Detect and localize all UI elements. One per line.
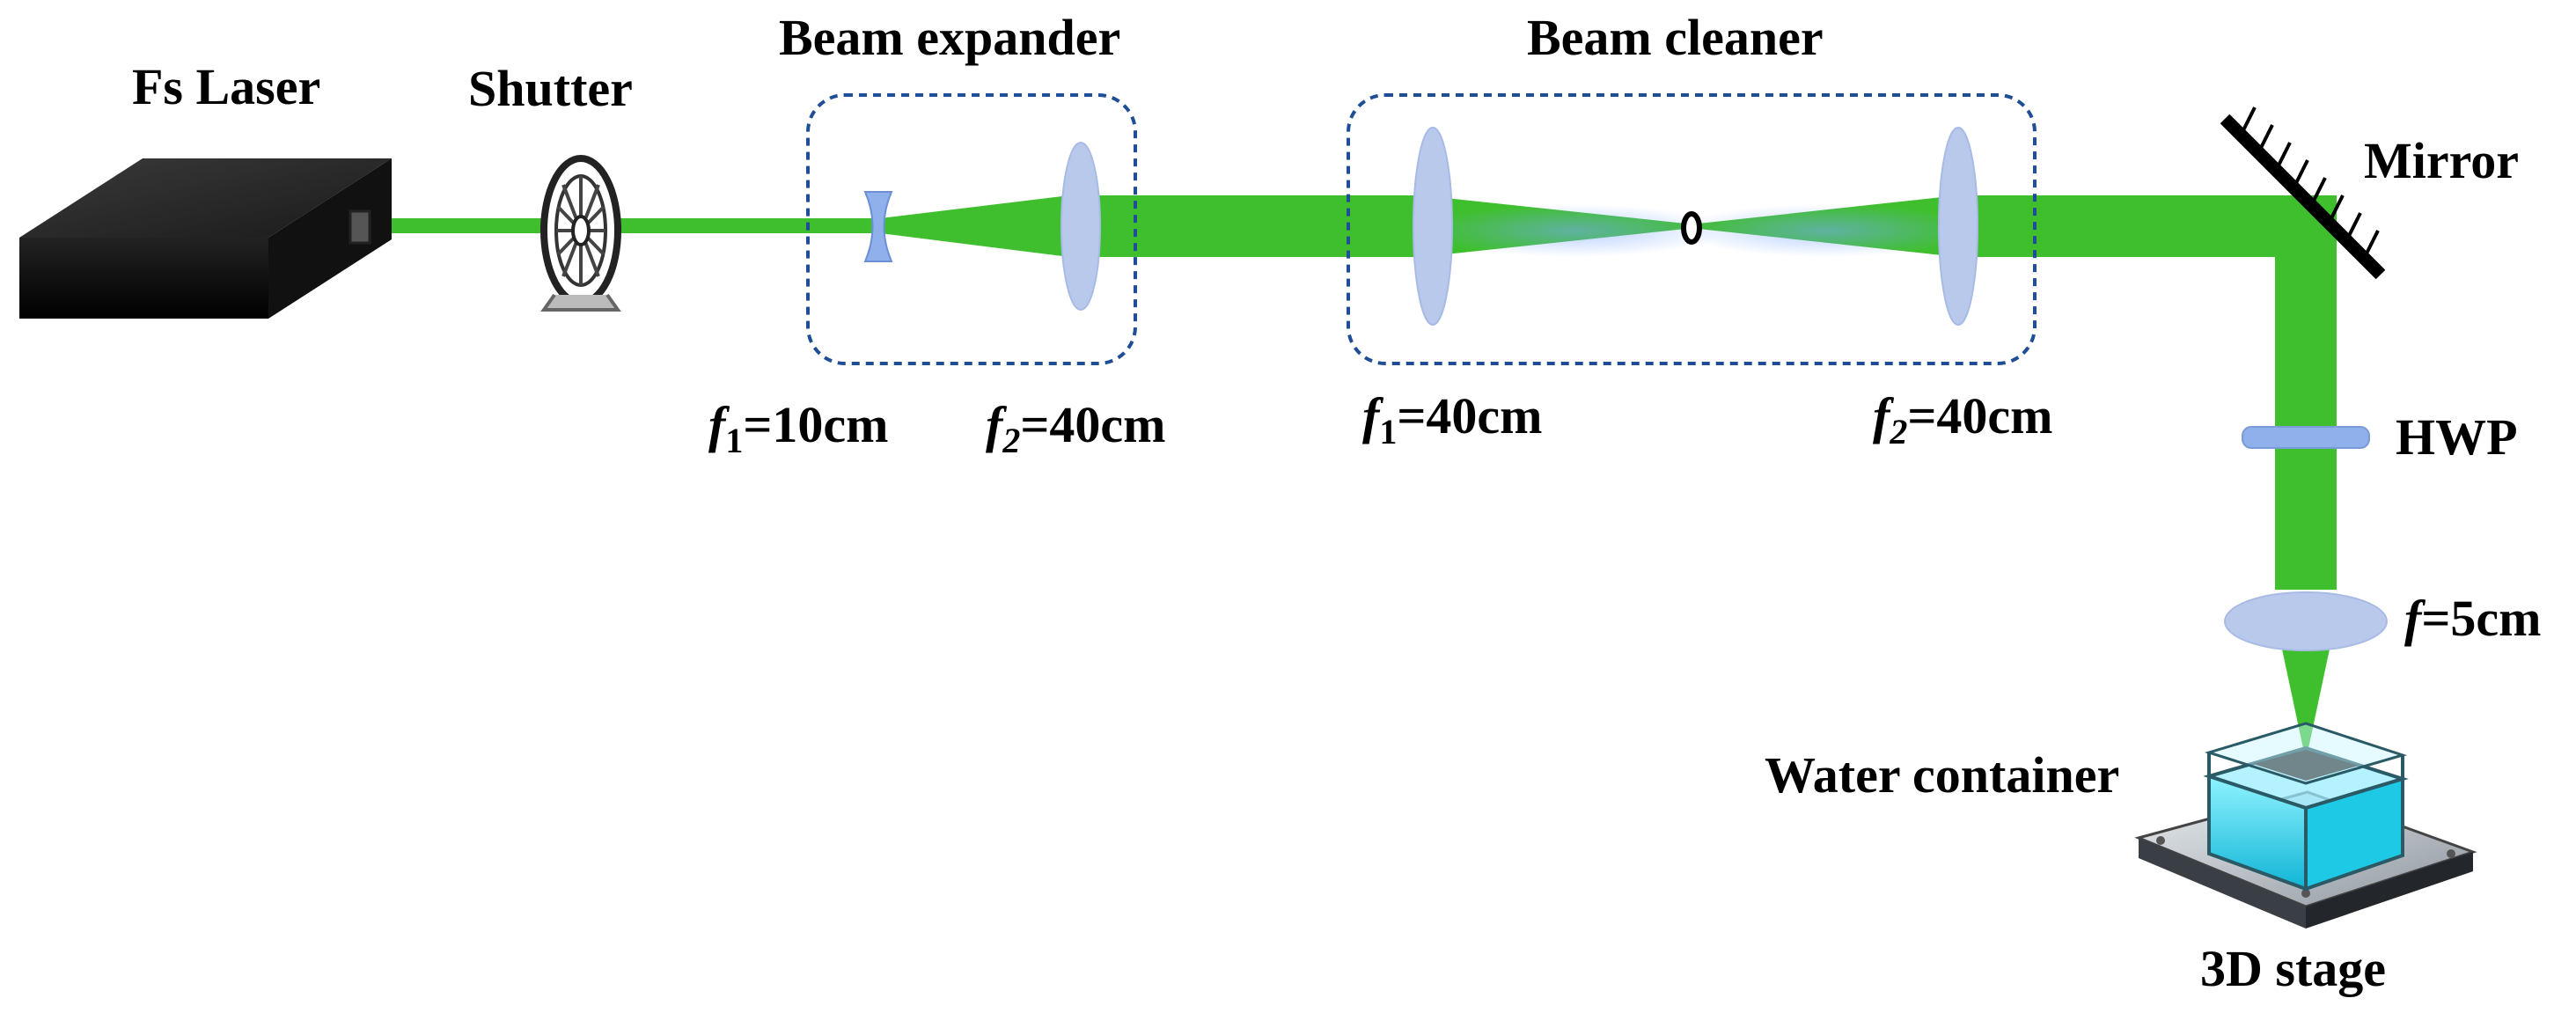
shutter-icon (540, 155, 621, 312)
beam-cleaner-label: Beam cleaner (1527, 9, 1824, 66)
hwp-label: HWP (2396, 408, 2518, 466)
shutter-label: Shutter (468, 60, 633, 117)
expander-f1-label: f1=10cm (708, 396, 888, 460)
beam-diverging-segment (880, 195, 1069, 257)
pinhole-icon (1681, 211, 1702, 245)
laser-front-face (19, 238, 268, 319)
beam-cleaner-box (1347, 93, 2037, 365)
fs-laser (19, 158, 392, 319)
water-container-icon (2203, 722, 2409, 892)
expander-convex-lens-icon (1060, 142, 1101, 311)
stage-label: 3D stage (2200, 940, 2386, 997)
beam-expander-box (806, 93, 1137, 365)
laser-top-face (19, 158, 392, 238)
objective-f-label: f=5cm (2404, 590, 2541, 647)
beam-focus-glow (1426, 204, 1725, 257)
laser-side-face (268, 158, 392, 319)
beam-cleaned-segment (1958, 195, 2337, 257)
beam-expanded-segment (1069, 195, 1421, 257)
cleaner-f1-label: f1=40cm (1362, 387, 1542, 451)
cleaner-lens1-icon (1413, 127, 1453, 326)
laser-label: Fs Laser (132, 58, 320, 115)
laser-aperture (349, 209, 371, 245)
concave-lens-icon (863, 191, 893, 262)
beam-reexpand-glow (1677, 204, 1976, 257)
beam-vertical-segment (2275, 195, 2337, 590)
water-container-label: Water container (1765, 746, 2119, 804)
expander-f2-label: f2=40cm (986, 396, 1165, 460)
cleaner-f2-label: f2=40cm (1873, 387, 2052, 451)
cleaner-lens2-icon (1938, 127, 1978, 326)
laser-beam (365, 195, 2337, 752)
hwp-plate-icon (2242, 426, 2370, 449)
objective-lens-icon (2224, 591, 2388, 651)
beam-expander-label: Beam expander (779, 9, 1120, 66)
mirror-label: Mirror (2364, 132, 2519, 189)
mirror-icon (2220, 106, 2386, 280)
